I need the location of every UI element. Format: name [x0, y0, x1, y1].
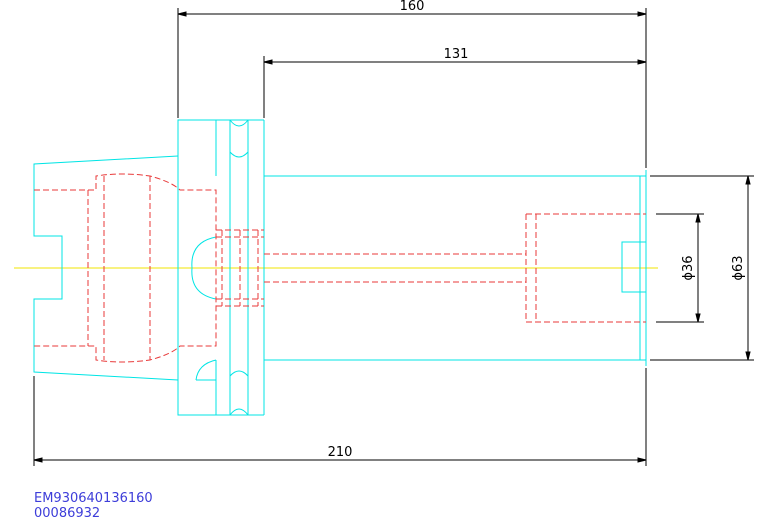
dimension-131-label: 131 — [444, 47, 469, 62]
dimension-160-label: 160 — [400, 0, 425, 14]
tool-holder-outline — [33, 119, 647, 416]
hidden-lines — [34, 173, 646, 363]
dimension-diameter-63-label: ϕ63 — [731, 255, 746, 280]
dimension-lines — [33, 8, 754, 466]
part-code-line-1: EM930640136160 — [34, 491, 153, 506]
dimension-210-label: 210 — [328, 445, 353, 460]
dimension-diameter-36-label: ϕ36 — [681, 255, 696, 280]
part-code-line-2: 00086932 — [34, 506, 100, 521]
